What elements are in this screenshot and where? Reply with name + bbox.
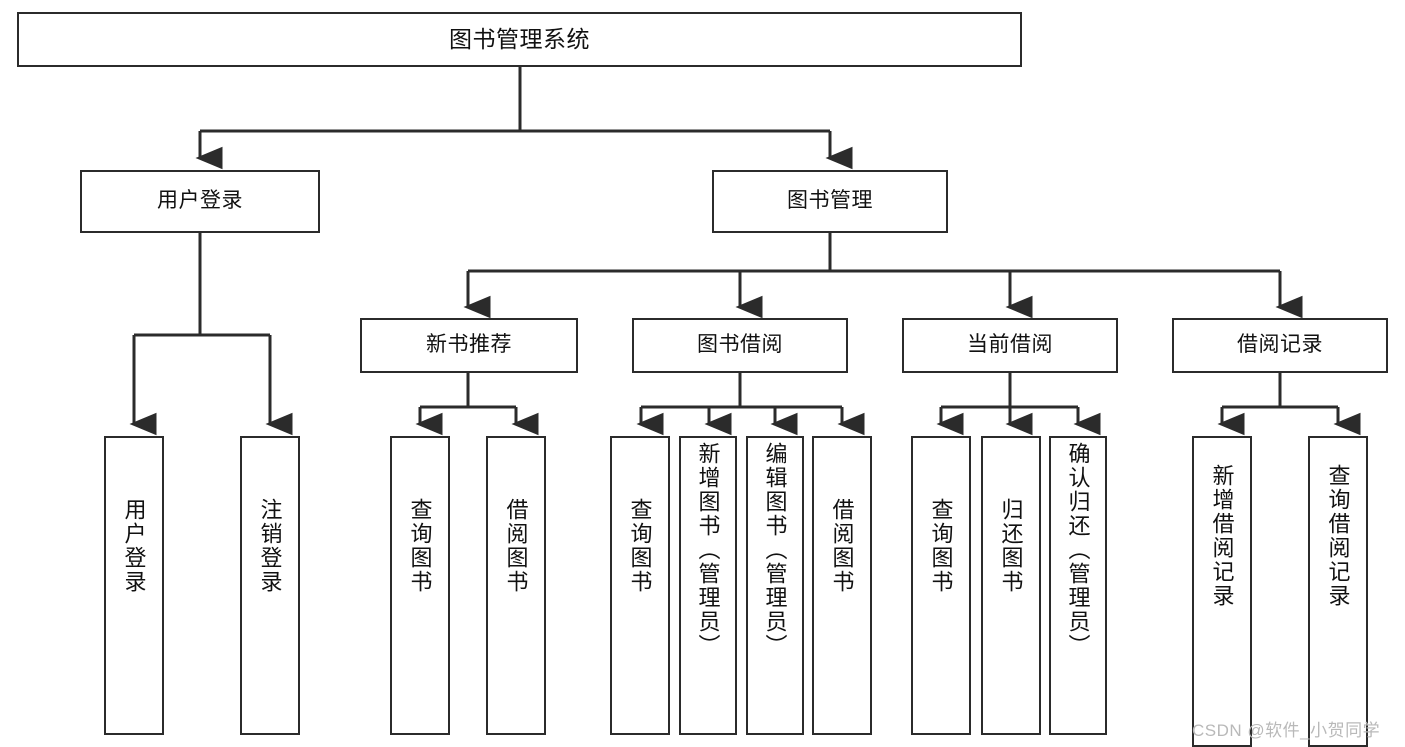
- leaf-borrow-record-add[interactable]: 新增借阅记录: [1192, 436, 1252, 747]
- leaf-book-borrow-add[interactable]: 新增图书（管理员）: [679, 436, 737, 735]
- node-label: 查询图书: [627, 498, 653, 594]
- node-label: 查询借阅记录: [1325, 464, 1351, 608]
- leaf-user-login-signin[interactable]: 用户登录: [104, 436, 164, 735]
- node-label: 用户登录: [157, 189, 243, 213]
- node-new-book-recommend[interactable]: 新书推荐: [360, 318, 578, 373]
- leaf-current-borrow-return[interactable]: 归还图书: [981, 436, 1041, 735]
- leaf-new-book-query[interactable]: 查询图书: [390, 436, 450, 735]
- node-label: 借阅图书: [829, 498, 855, 594]
- csdn-watermark: CSDN @软件_小贺同学: [1192, 721, 1381, 740]
- node-label: 新增图书（管理员）: [695, 442, 721, 658]
- node-label: 新增借阅记录: [1209, 464, 1235, 608]
- leaf-current-borrow-confirm[interactable]: 确认归还（管理员）: [1049, 436, 1107, 735]
- node-label: 确认归还（管理员）: [1065, 442, 1091, 658]
- node-label: 查询图书: [928, 498, 954, 594]
- node-label: 当前借阅: [967, 333, 1053, 357]
- leaf-new-book-borrow[interactable]: 借阅图书: [486, 436, 546, 735]
- node-label: 查询图书: [407, 498, 433, 594]
- node-label: 归还图书: [998, 498, 1024, 594]
- leaf-user-login-signout[interactable]: 注销登录: [240, 436, 300, 735]
- node-label: 新书推荐: [426, 333, 512, 357]
- leaf-current-borrow-query[interactable]: 查询图书: [911, 436, 971, 735]
- node-label: 编辑图书（管理员）: [762, 442, 788, 658]
- node-label: 用户登录: [121, 498, 147, 594]
- node-root-system[interactable]: 图书管理系统: [17, 12, 1022, 67]
- node-label: 借阅记录: [1237, 333, 1323, 357]
- leaf-book-borrow-edit[interactable]: 编辑图书（管理员）: [746, 436, 804, 735]
- node-label: 图书借阅: [697, 333, 783, 357]
- leaf-book-borrow-query[interactable]: 查询图书: [610, 436, 670, 735]
- node-book-borrow[interactable]: 图书借阅: [632, 318, 848, 373]
- leaf-book-borrow-borrow[interactable]: 借阅图书: [812, 436, 872, 735]
- leaf-borrow-record-query[interactable]: 查询借阅记录: [1308, 436, 1368, 747]
- node-label: 借阅图书: [503, 498, 529, 594]
- node-current-borrow[interactable]: 当前借阅: [902, 318, 1118, 373]
- node-borrow-record[interactable]: 借阅记录: [1172, 318, 1388, 373]
- node-label: 图书管理系统: [449, 25, 590, 52]
- node-user-login[interactable]: 用户登录: [80, 170, 320, 233]
- node-book-management[interactable]: 图书管理: [712, 170, 948, 233]
- node-label: 注销登录: [257, 498, 283, 594]
- node-label: 图书管理: [787, 189, 873, 213]
